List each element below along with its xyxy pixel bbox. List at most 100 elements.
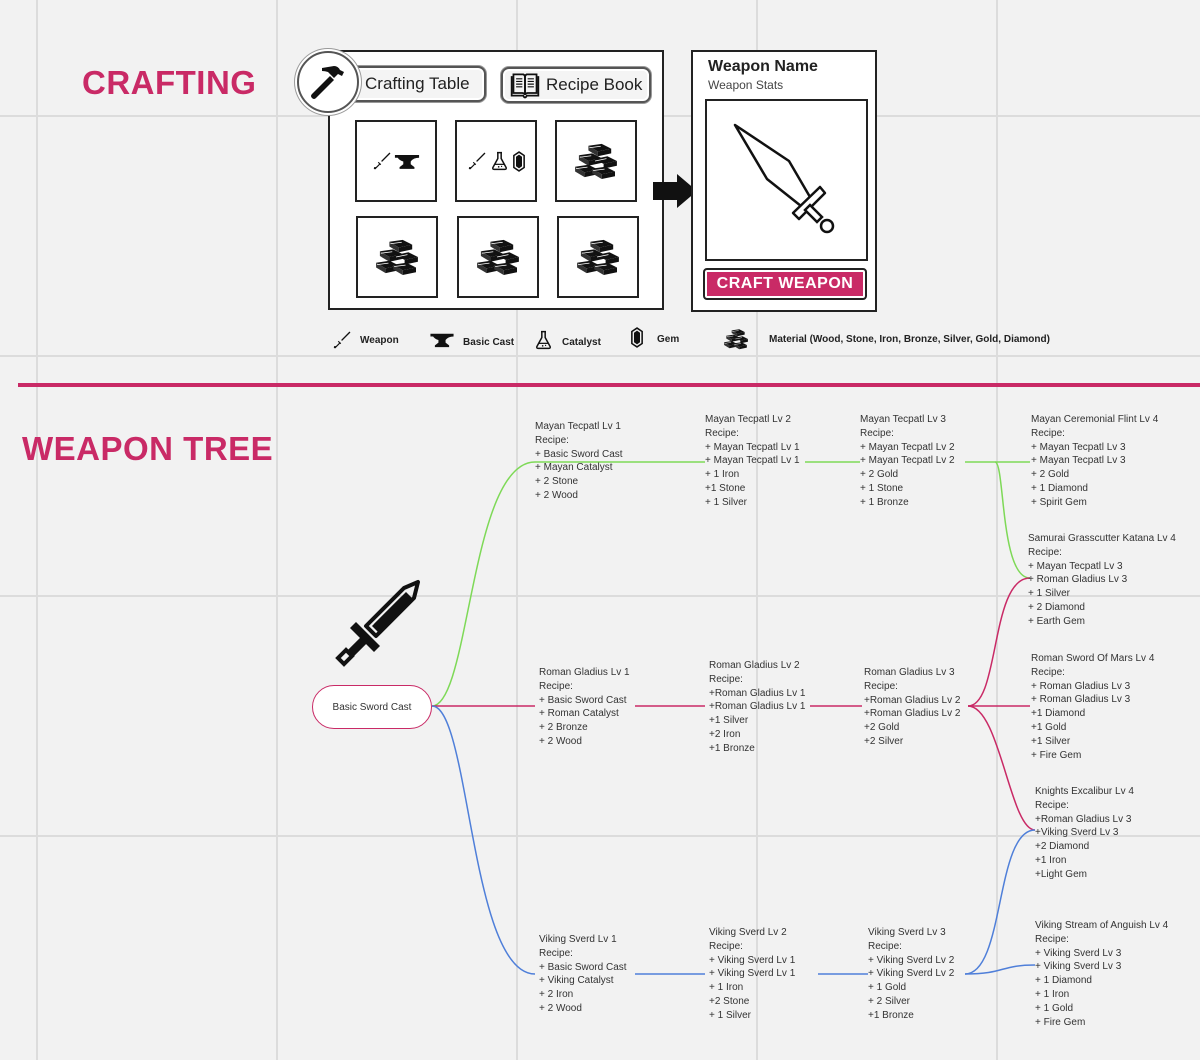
- edge-viking3-anguish: [964, 964, 1036, 975]
- recipe-ingredient: + 1 Silver: [709, 1009, 751, 1021]
- legend-weapon-label: Weapon: [360, 335, 399, 346]
- weapon-name: Weapon Name: [708, 58, 818, 75]
- recipe-ingredient: + 2 Bronze: [539, 722, 588, 734]
- result-panel: Weapon Name Weapon Stats CRAFT WEAPON: [691, 50, 877, 312]
- recipe-ingredient: + Mayan Tecpatl Lv 2: [860, 455, 955, 467]
- recipe-ingredient: + Viking Sverd Lv 1: [709, 968, 796, 980]
- recipe-ingredient: + 1 Silver: [705, 496, 747, 508]
- recipe-ingredient: +1 Bronze: [868, 1009, 914, 1021]
- section-divider: [18, 383, 1200, 387]
- recipe-book-tab[interactable]: Recipe Book: [501, 67, 651, 103]
- legend-catalyst-label: Catalyst: [562, 337, 601, 348]
- recipe-ingredient: + 1 Iron: [1035, 988, 1070, 1000]
- craft-slot-5[interactable]: [457, 216, 539, 298]
- recipe-ingredient: + Fire Gem: [1035, 1016, 1086, 1028]
- craft-weapon-button[interactable]: CRAFT WEAPON: [703, 268, 867, 300]
- node-title: Roman Sword Of Mars Lv 4: [1031, 653, 1155, 664]
- recipe-label: Recipe:: [864, 680, 898, 692]
- legend-basic-cast-label: Basic Cast: [463, 337, 515, 348]
- craft-slot-1[interactable]: [355, 120, 437, 202]
- crafting-table-label: Crafting Table: [365, 74, 470, 93]
- node-title: Viking Sverd Lv 1: [539, 934, 617, 945]
- recipe-ingredient: + Basic Sword Cast: [539, 961, 627, 973]
- recipe-label: Recipe:: [709, 673, 743, 685]
- dagger-icon: [733, 123, 835, 234]
- recipe-ingredient: +1 Gold: [1031, 721, 1067, 733]
- recipe-ingredient: + 2 Silver: [868, 995, 910, 1007]
- recipe-ingredient: + Viking Catalyst: [539, 975, 614, 987]
- recipe-label: Recipe:: [539, 680, 573, 692]
- recipe-label: Recipe:: [705, 427, 739, 439]
- crafting-title: CRAFTING: [82, 64, 257, 101]
- recipe-ingredient: +1 Diamond: [1031, 708, 1086, 720]
- recipe-ingredient: +2 Diamond: [1035, 841, 1090, 853]
- recipe-ingredient: + Roman Gladius Lv 3: [1031, 694, 1131, 706]
- recipe-label: Recipe:: [1028, 546, 1062, 558]
- node-title: Roman Gladius Lv 2: [709, 660, 800, 671]
- legend-material-label: Material (Wood, Stone, Iron, Bronze, Sil…: [769, 334, 1050, 345]
- recipe-ingredient: + Mayan Tecpatl Lv 1: [705, 441, 800, 453]
- sword-icon: [335, 580, 420, 667]
- node-title: Roman Gladius Lv 1: [539, 667, 630, 678]
- hammer-icon[interactable]: [297, 51, 359, 113]
- recipe-label: Recipe:: [860, 427, 894, 439]
- recipe-ingredient: + Roman Gladius Lv 3: [1031, 680, 1131, 692]
- recipe-ingredient: + 1 Diamond: [1035, 975, 1092, 987]
- recipe-ingredient: +Roman Gladius Lv 2: [864, 708, 961, 720]
- basic-sword-cast-node[interactable]: Basic Sword Cast: [312, 685, 432, 729]
- recipe-ingredient: +Roman Gladius Lv 3: [1035, 813, 1132, 825]
- craft-slot-2[interactable]: [455, 120, 537, 202]
- node-roman-sword-of-mars-lv4[interactable]: Roman Sword Of Mars Lv 4 Recipe: + Roman G…: [1031, 652, 1154, 762]
- craft-slot-3[interactable]: [555, 120, 637, 202]
- recipe-ingredient: + 2 Diamond: [1028, 601, 1085, 613]
- recipe-ingredient: + Roman Gladius Lv 3: [1028, 574, 1128, 586]
- recipe-ingredient: + Viking Sverd Lv 3: [1035, 961, 1122, 973]
- recipe-ingredient: +2 Iron: [709, 728, 741, 740]
- recipe-ingredient: + 2 Gold: [860, 469, 899, 481]
- recipe-ingredient: + 1 Silver: [1028, 588, 1070, 600]
- recipe-ingredient: + 1 Bronze: [860, 496, 909, 508]
- craft-slot-6[interactable]: [557, 216, 639, 298]
- craft-slot-4[interactable]: [356, 216, 438, 298]
- recipe-ingredient: +1 Bronze: [709, 742, 755, 754]
- recipe-ingredient: + Viking Sverd Lv 2: [868, 968, 955, 980]
- node-mayan-tecpatl-lv3[interactable]: Mayan Tecpatl Lv 3 Recipe: + Mayan Tecpatl…: [860, 413, 955, 510]
- recipe-ingredient: + 1 Diamond: [1031, 482, 1088, 494]
- recipe-ingredient: +1 Stone: [705, 482, 746, 494]
- edge-mayan3-katana: [994, 461, 1031, 579]
- recipe-label: Recipe:: [1035, 933, 1069, 945]
- recipe-ingredient: + 2 Stone: [535, 476, 579, 488]
- recipe-ingredient: + 1 Iron: [705, 469, 740, 481]
- recipe-ingredient: + Mayan Tecpatl Lv 3: [1031, 455, 1126, 467]
- edge-roman3-excalibur: [967, 705, 1036, 831]
- edge-root-mayan1: [431, 461, 536, 707]
- node-roman-gladius-lv2[interactable]: Roman Gladius Lv 2 Recipe: +Roman Gladius …: [709, 659, 805, 756]
- recipe-ingredient: + 2 Gold: [1031, 469, 1070, 481]
- weapon-tree-title: WEAPON TREE: [22, 430, 274, 467]
- node-title: Mayan Tecpatl Lv 1: [535, 421, 621, 432]
- recipe-ingredient: +Roman Gladius Lv 1: [709, 687, 806, 699]
- weapon-preview: [705, 99, 868, 261]
- edge-roman3-katana: [967, 577, 1031, 707]
- recipe-ingredient: + 1 Gold: [868, 982, 907, 994]
- recipe-ingredient: +1 Silver: [709, 715, 749, 727]
- recipe-label: Recipe:: [1031, 427, 1065, 439]
- recipe-ingredient: + Basic Sword Cast: [535, 448, 623, 460]
- recipe-label: Recipe:: [1031, 666, 1065, 678]
- recipe-ingredient: + 2 Wood: [539, 735, 582, 747]
- recipe-ingredient: + Viking Sverd Lv 2: [868, 954, 955, 966]
- recipe-ingredient: + Mayan Tecpatl Lv 3: [1031, 441, 1126, 453]
- node-title: Mayan Tecpatl Lv 3: [860, 414, 946, 425]
- recipe-label: Recipe:: [868, 940, 902, 952]
